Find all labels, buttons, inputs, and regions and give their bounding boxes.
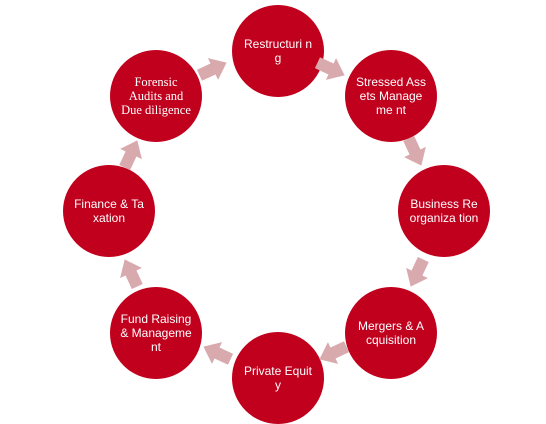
arrow-stressed-to-business [398, 133, 432, 170]
node-forensic-audits: Forensic Audits and Due diligence [110, 50, 202, 142]
node-label-forensic-audits: Forensic Audits and Due diligence [121, 75, 191, 117]
node-stressed-assets: Stressed Assets Manageme nt [345, 50, 437, 142]
arrow-forensic-to-restructuring [194, 52, 231, 86]
node-fund-raising: Fund Raising & Manageme nt [110, 287, 202, 379]
arrow-restructuring-to-stressed [312, 52, 349, 86]
arrow-private-to-fund [198, 336, 235, 370]
node-label-private-equity: Private Equity [243, 364, 313, 392]
arrow-business-to-mergers [400, 254, 434, 291]
node-label-finance-taxation: Finance & Taxation [74, 197, 144, 225]
node-label-business-reorganization: Business Reorganiza tion [409, 197, 479, 225]
arrow-mergers-to-private [314, 336, 351, 370]
arrow-finance-to-forensic [114, 135, 148, 172]
node-private-equity: Private Equity [232, 332, 324, 424]
node-business-reorganization: Business Reorganiza tion [398, 165, 490, 257]
node-label-stressed-assets: Stressed Assets Manageme nt [355, 75, 427, 117]
node-finance-taxation: Finance & Taxation [63, 165, 155, 257]
node-label-restructuring: Restructuri ng [243, 37, 313, 65]
node-label-mergers-acquisition: Mergers & Acquisition [357, 319, 425, 347]
node-restructuring: Restructuri ng [232, 5, 324, 97]
node-mergers-acquisition: Mergers & Acquisition [345, 287, 437, 379]
node-label-fund-raising: Fund Raising & Manageme nt [120, 312, 192, 354]
arrow-fund-to-finance [114, 254, 148, 291]
